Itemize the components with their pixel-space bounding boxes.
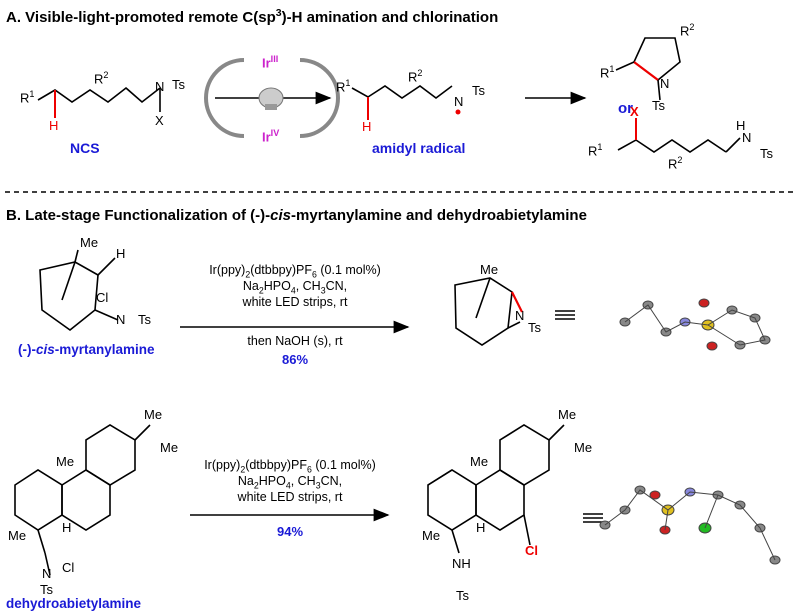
atom-n-chain: N xyxy=(742,130,752,145)
atom-me-r1: Me xyxy=(80,235,99,250)
reaction2-yield: 94% xyxy=(276,524,304,539)
atom-r2-chain: R2 xyxy=(668,155,683,172)
atom-x-start: X xyxy=(155,113,164,128)
atom-me-isopropyl-b: Me xyxy=(160,440,179,455)
atom-cl-r2: Cl xyxy=(62,560,75,575)
dehydroabietylamine-label: dehydroabietylamine xyxy=(6,596,142,611)
atom-ts-r2: Ts xyxy=(40,582,53,597)
or-label: or xyxy=(618,100,633,117)
atom-n-r1: N xyxy=(116,312,126,327)
atom-cl-r1: Cl xyxy=(96,290,109,305)
reaction1-conditions-1: Ir(ppy)2(dtbbpy)PF6 (0.1 mol%) xyxy=(209,263,381,280)
atom-n-mid: N xyxy=(454,94,464,109)
atom-me-p2-isopropyl-a: Me xyxy=(558,407,577,422)
atom-me-p1: Me xyxy=(480,262,499,277)
atom-n-p1: N xyxy=(515,308,525,323)
crystal-structure-1 xyxy=(619,298,771,351)
atom-r1-mid: R1 xyxy=(336,78,351,95)
radical-dot xyxy=(455,109,461,115)
atom-me-p2-bottom: Me xyxy=(422,528,441,543)
reaction2-conditions-3: white LED strips, rt xyxy=(237,490,343,504)
atom-h-r1: H xyxy=(116,246,126,261)
atom-ts-p2: Ts xyxy=(456,588,469,603)
atom-x-chain: X xyxy=(630,104,639,119)
reaction1-conditions-2: Na2HPO4, CH3CN, xyxy=(242,279,348,296)
atom-me-isopropyl-a: Me xyxy=(144,407,163,422)
atom-ts-mid: Ts xyxy=(472,83,485,98)
section-b-title: B. Late-stage Functionalization of (-)-c… xyxy=(6,207,587,224)
atom-me-r2-top: Me xyxy=(56,454,75,469)
crystal-structure-2 xyxy=(599,485,781,565)
atom-cl-p2: Cl xyxy=(525,543,538,558)
atom-ts-pyrrolidine: Ts xyxy=(652,98,665,113)
atom-n-pyrrolidine: N xyxy=(660,76,670,91)
atom-r2-pyrrolidine: R2 xyxy=(680,22,695,39)
atom-nh-chain: H xyxy=(736,118,746,133)
section-a-title: A. Visible-light-promoted remote C(sp3)-… xyxy=(6,7,499,26)
amidyl-radical-label: amidyl radical xyxy=(372,140,466,156)
atom-h-r2: H xyxy=(62,520,72,535)
lamp-icon xyxy=(258,87,284,110)
atom-me-r2-bottom: Me xyxy=(8,528,27,543)
atom-r2-mid: R2 xyxy=(408,68,423,85)
atom-ts-chain: Ts xyxy=(760,146,773,161)
atom-me-p2-isopropyl-b: Me xyxy=(574,440,593,455)
reaction1-yield: 86% xyxy=(281,352,309,367)
atom-h-p2: H xyxy=(476,520,486,535)
atom-h-mid: H xyxy=(362,119,372,134)
reaction1-conditions-3: white LED strips, rt xyxy=(242,295,348,309)
atom-r1-chain: R1 xyxy=(588,142,603,159)
atom-r1-start: R1 xyxy=(20,89,35,106)
atom-r2-start: R2 xyxy=(94,70,109,87)
reaction2-conditions-2: Na2HPO4, CH3CN, xyxy=(237,474,343,491)
catalyst-top-label: IrIII xyxy=(262,54,279,71)
reaction2-conditions-1: Ir(ppy)2(dtbbpy)PF6 (0.1 mol%) xyxy=(204,458,376,475)
reaction1-conditions-4: then NaOH (s), rt xyxy=(247,334,343,348)
atom-h-start: H xyxy=(49,118,59,133)
atom-n-start: N xyxy=(155,79,165,94)
atom-ts-r1: Ts xyxy=(138,312,151,327)
myrtanylamine-label: (-)-cis-myrtanylamine xyxy=(18,342,155,357)
atom-r1-pyrrolidine: R1 xyxy=(600,64,615,81)
ncs-label: NCS xyxy=(70,140,100,156)
atom-me-p2-top: Me xyxy=(470,454,489,469)
atom-n-r2: N xyxy=(42,566,52,581)
atom-nh-p2: NH xyxy=(452,556,471,571)
atom-ts-p1: Ts xyxy=(528,320,541,335)
catalyst-bottom-label: IrIV xyxy=(262,128,280,145)
atom-ts-start: Ts xyxy=(172,77,185,92)
